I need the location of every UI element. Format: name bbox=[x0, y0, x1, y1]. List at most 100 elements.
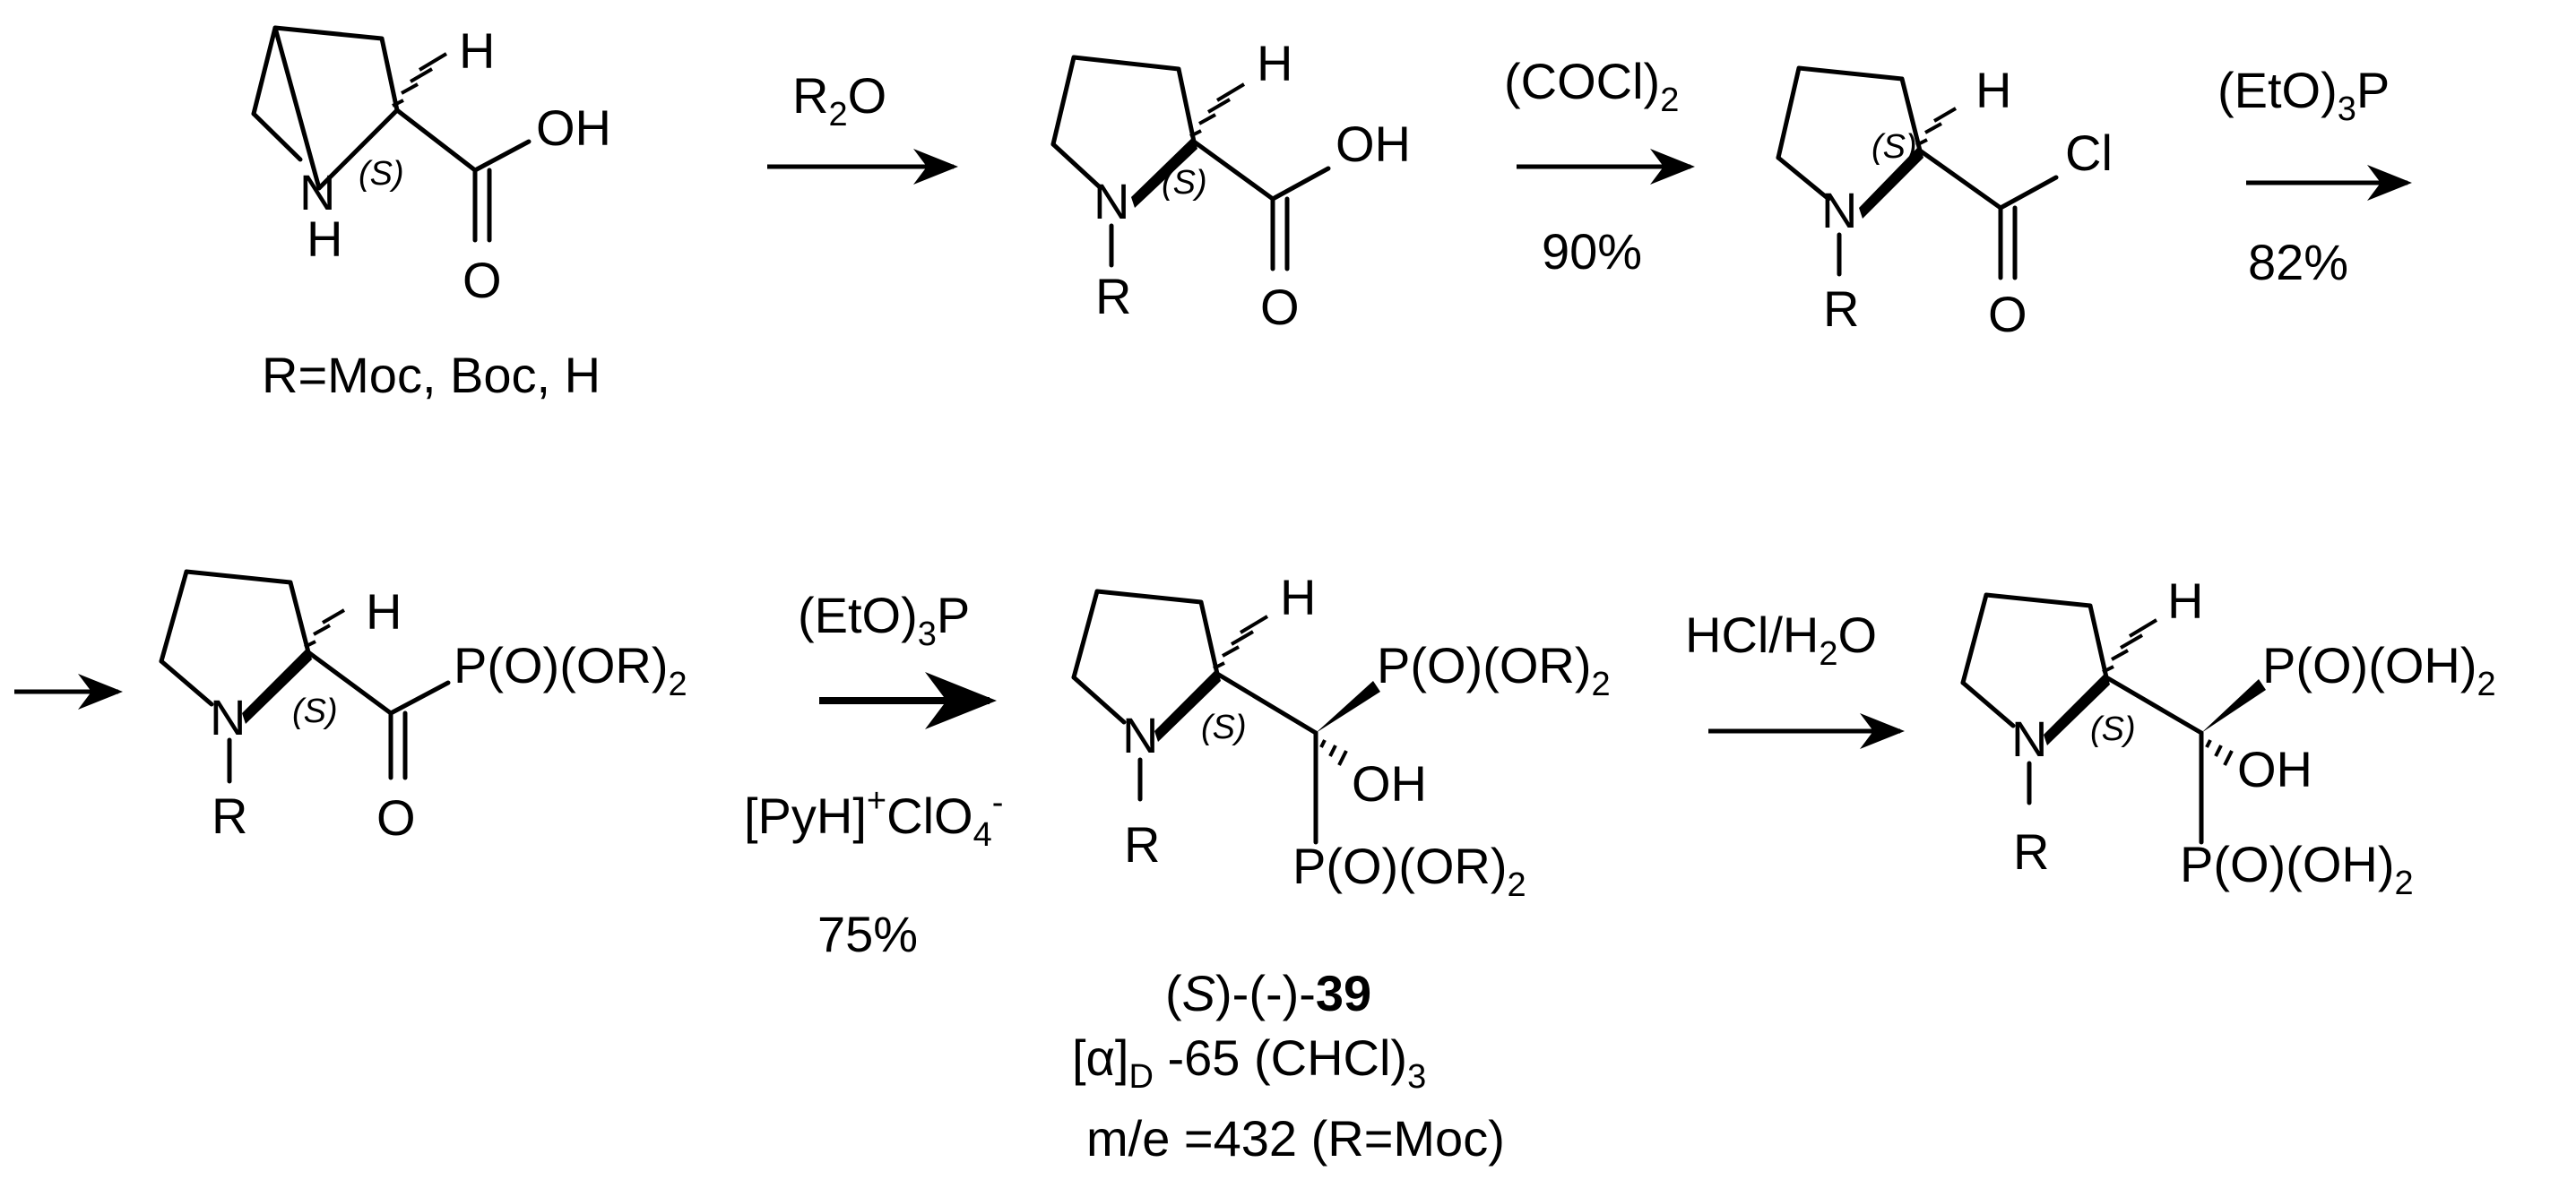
atom-n: N bbox=[210, 689, 246, 745]
ring-bonds bbox=[1960, 592, 2109, 685]
ring-bond bbox=[251, 25, 278, 116]
solid-wedge bbox=[1859, 145, 1923, 219]
c-c-bond bbox=[1215, 671, 1318, 736]
molecule-acylphosphonate: H N R (S) P(O)(OR)2 O bbox=[159, 569, 687, 846]
atom-o: O bbox=[1260, 279, 1300, 335]
atom-oh: OH bbox=[536, 99, 611, 156]
arrow-2-yield: 90% bbox=[1542, 223, 1642, 280]
atom-r: R bbox=[1823, 280, 1859, 337]
ring-bond bbox=[159, 659, 214, 707]
ring-bonds bbox=[159, 569, 311, 664]
atom-cl: Cl bbox=[2065, 125, 2113, 181]
c-c-bond bbox=[2104, 675, 2204, 736]
stereo-label: (S) bbox=[1871, 128, 1917, 166]
hash-wedge bbox=[392, 52, 448, 108]
r-group-caption: R=Moc, Boc, H bbox=[262, 347, 601, 403]
molecule-bisphosphonic-acid: H N R (S) P(O)(OH)2 OH P(O)(OH)2 bbox=[1960, 573, 2496, 902]
ring-bond bbox=[1071, 675, 1127, 725]
solid-wedge bbox=[1154, 668, 1221, 742]
reaction-arrow-2: (COCl)2 90% bbox=[1504, 53, 1695, 280]
reaction-arrow-3: (EtO)3P 82% bbox=[2217, 62, 2412, 290]
stereo-label: (S) bbox=[1201, 709, 1247, 746]
ring-bond bbox=[1050, 142, 1102, 189]
arrow-5-reagent: HCl/H2O bbox=[1685, 607, 1877, 673]
arrow-3-reagent: (EtO)3P bbox=[2217, 62, 2390, 128]
carboxyl-bond bbox=[394, 108, 478, 173]
atom-phosphonate-2: P(O)(OR)2 bbox=[1292, 838, 1526, 904]
atom-oh: OH bbox=[1352, 755, 1427, 812]
atom-o: O bbox=[1988, 286, 2027, 342]
solid-wedge-p1 bbox=[2201, 679, 2266, 733]
atom-h: H bbox=[366, 583, 402, 640]
carboxyl-bond bbox=[1191, 139, 1275, 202]
arrow-3-yield: 82% bbox=[2248, 234, 2348, 290]
solid-wedge-p1 bbox=[1316, 681, 1380, 733]
ring-bond bbox=[1960, 680, 2016, 728]
optical-rotation: [α]D -65 (CHCl)3 bbox=[1072, 1029, 1426, 1096]
atom-oh: OH bbox=[1336, 116, 1411, 172]
atom-r: R bbox=[1124, 816, 1160, 873]
stereo-label: (S) bbox=[2090, 710, 2136, 748]
molecule-bisphosphonate-ester: H N R (S) P(O)(OR)2 OH P(O)(OR)2 (S)-(-)… bbox=[1071, 569, 1611, 1167]
arrow-1-reagent: R2O bbox=[792, 67, 886, 133]
atom-r: R bbox=[212, 788, 247, 844]
solid-wedge bbox=[1131, 136, 1197, 208]
arrow-4-yield: 75% bbox=[817, 906, 918, 962]
oh-bond bbox=[1270, 166, 1331, 202]
atom-n: N bbox=[2011, 710, 2047, 767]
c-p-bond bbox=[388, 680, 451, 716]
atom-o: O bbox=[376, 789, 416, 846]
ring-bonds bbox=[272, 25, 400, 191]
arrow-2-reagent: (COCl)2 bbox=[1504, 53, 1679, 119]
hash-wedge bbox=[2102, 618, 2158, 674]
atom-n: N bbox=[1122, 707, 1158, 763]
ring-bond bbox=[251, 111, 303, 162]
mass-spec: m/e =432 (R=Moc) bbox=[1086, 1110, 1505, 1167]
molecule-acid-chloride: H N R (S) Cl O bbox=[1776, 62, 2113, 342]
atom-n: N bbox=[1821, 182, 1857, 238]
atom-phosphonic-1: P(O)(OH)2 bbox=[2262, 637, 2496, 703]
atom-phosphonate-1: P(O)(OR)2 bbox=[1377, 637, 1611, 703]
reaction-arrow-1: R2O bbox=[767, 67, 958, 185]
atom-o: O bbox=[462, 252, 502, 308]
reaction-arrow-5: HCl/H2O bbox=[1685, 607, 1905, 749]
atom-h: H bbox=[1280, 569, 1316, 625]
ring-bonds bbox=[1050, 55, 1197, 147]
stereo-label: (S) bbox=[1162, 164, 1207, 202]
hash-wedge bbox=[304, 608, 346, 649]
atom-phosphonic-2: P(O)(OH)2 bbox=[2180, 836, 2414, 902]
atom-n: N bbox=[299, 164, 335, 220]
ring-bonds bbox=[1071, 589, 1220, 680]
atom-n: N bbox=[1094, 173, 1129, 229]
stereo-label: (S) bbox=[292, 693, 338, 730]
hash-wedge bbox=[1915, 107, 1958, 147]
molecule-n-protected-proline: H N R (S) OH O bbox=[1050, 35, 1411, 335]
molecule-proline: H N H (S) OH O R=Moc, Boc, H bbox=[251, 22, 611, 403]
atom-oh: OH bbox=[2237, 741, 2312, 797]
atom-h: H bbox=[2167, 573, 2203, 629]
atom-r: R bbox=[1095, 268, 1131, 324]
arrow-4-reagent: (EtO)3P bbox=[798, 587, 970, 653]
solid-wedge bbox=[242, 647, 312, 724]
carbonyl-bond bbox=[1917, 148, 2003, 211]
carbonyl-bond bbox=[306, 650, 393, 716]
atom-h: H bbox=[1975, 62, 2011, 118]
ring-bond bbox=[1776, 155, 1831, 202]
hash-wedge-oh bbox=[2205, 739, 2234, 766]
hash-wedge bbox=[1189, 82, 1246, 138]
reaction-arrow-4: (EtO)3P [PyH]+ClO4- 75% bbox=[744, 587, 1003, 962]
ring-bonds bbox=[1776, 65, 1923, 160]
stereo-label: (S) bbox=[359, 155, 404, 193]
hash-wedge-oh bbox=[1319, 739, 1348, 766]
c-cl-bond bbox=[1998, 175, 2059, 211]
arrow-4-catalyst: [PyH]+ClO4- bbox=[744, 782, 1003, 854]
atom-nh-h: H bbox=[307, 211, 342, 267]
compound-name: (S)-(-)-39 bbox=[1165, 965, 1371, 1021]
solid-wedge bbox=[2044, 672, 2110, 745]
atom-h: H bbox=[1257, 35, 1292, 91]
atom-phosphonate: P(O)(OR)2 bbox=[454, 637, 687, 703]
oh-bond bbox=[472, 139, 532, 173]
atom-h: H bbox=[459, 22, 495, 79]
atom-r: R bbox=[2013, 823, 2049, 880]
